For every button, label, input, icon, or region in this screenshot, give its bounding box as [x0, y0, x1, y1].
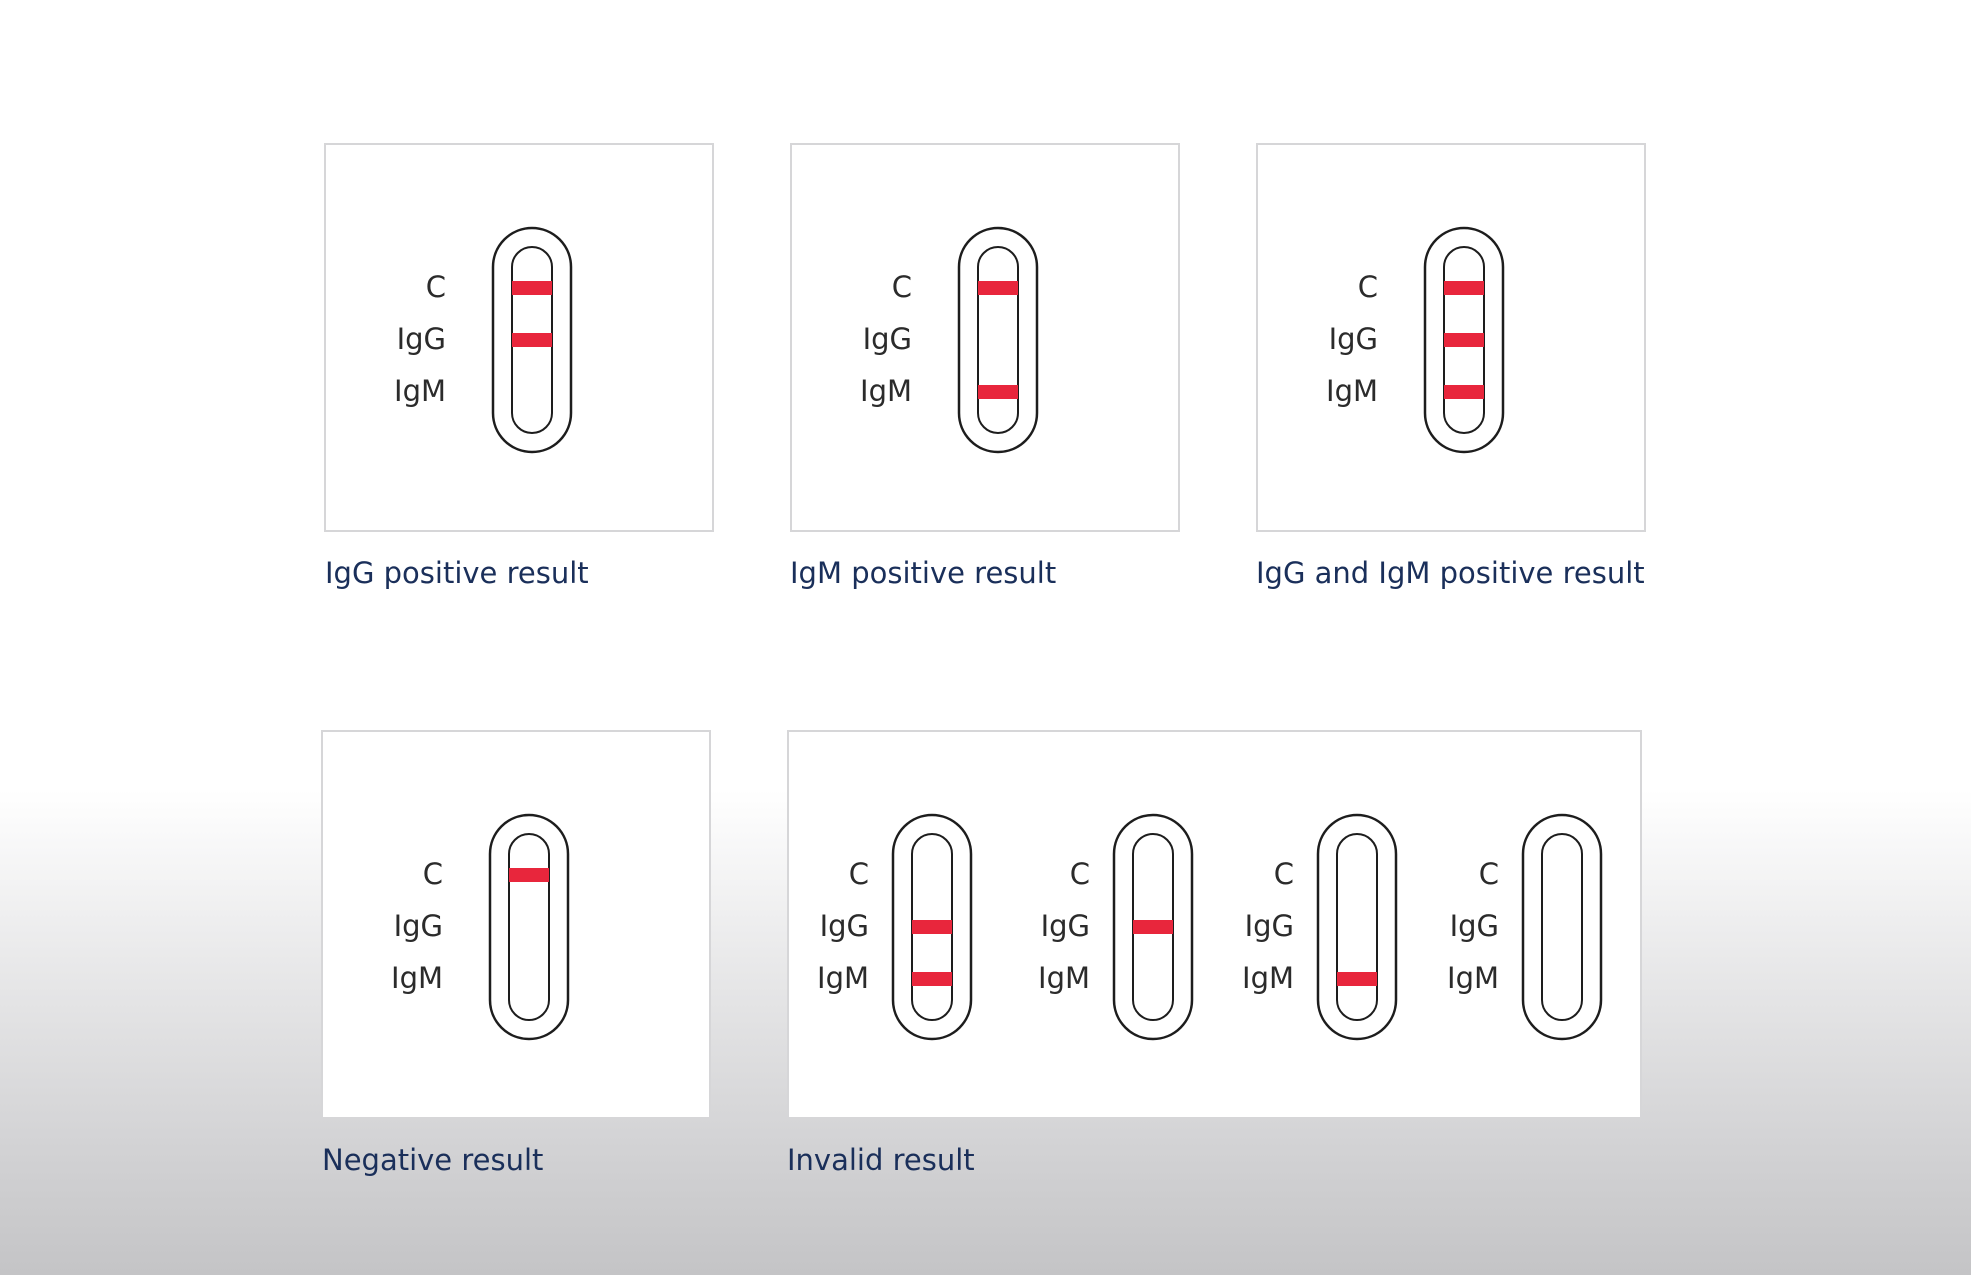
strip-drawing	[488, 813, 570, 1041]
line-label-igm: IgM	[1447, 961, 1499, 995]
line-label-c: C	[891, 270, 912, 304]
band-igm	[1444, 385, 1484, 399]
line-label-igg: IgG	[1328, 322, 1378, 356]
strip-drawing	[957, 226, 1039, 454]
line-label-igm: IgM	[391, 961, 443, 995]
band-igg	[912, 920, 952, 934]
line-label-igg: IgG	[862, 322, 912, 356]
line-label-igm: IgM	[1326, 374, 1378, 408]
test-strip	[490, 225, 574, 455]
line-label-igm: IgM	[817, 961, 869, 995]
strip-result-window	[508, 833, 550, 1021]
result-caption: Negative result	[322, 1143, 544, 1177]
line-label-igg: IgG	[1449, 909, 1499, 943]
line-label-igg: IgG	[396, 322, 446, 356]
line-label-c: C	[422, 857, 443, 891]
strip-drawing	[891, 813, 973, 1041]
band-igg	[1444, 333, 1484, 347]
test-strip	[956, 225, 1040, 455]
line-label-igm: IgM	[860, 374, 912, 408]
result-caption: IgG and IgM positive result	[1256, 556, 1645, 590]
strip-drawing	[1521, 813, 1603, 1041]
strip-drawing	[1112, 813, 1194, 1041]
line-label-igg: IgG	[819, 909, 869, 943]
test-strip	[1422, 225, 1506, 455]
strip-result-window	[1541, 833, 1583, 1021]
strip-drawing	[1423, 226, 1505, 454]
band-igm	[1337, 972, 1377, 986]
band-c	[978, 281, 1018, 295]
line-label-c: C	[425, 270, 446, 304]
strip-result-window	[1336, 833, 1378, 1021]
test-strip	[1520, 812, 1604, 1042]
line-label-igg: IgG	[393, 909, 443, 943]
line-label-igm: IgM	[1242, 961, 1294, 995]
strip-drawing	[491, 226, 573, 454]
test-strip	[890, 812, 974, 1042]
strip-result-window	[977, 246, 1019, 434]
result-panel-igm-positive: C IgG IgM	[790, 143, 1180, 532]
test-strip	[1111, 812, 1195, 1042]
band-igm	[912, 972, 952, 986]
line-label-igg: IgG	[1040, 909, 1090, 943]
result-panel-igg-positive: C IgG IgM	[324, 143, 714, 532]
result-panel-negative: C IgG IgM	[321, 730, 711, 1119]
band-igg	[512, 333, 552, 347]
result-panel-invalid: C IgG IgM C IgG IgM C IgG IgM C IgG IgM	[787, 730, 1642, 1119]
band-c	[509, 868, 549, 882]
result-caption: IgM positive result	[790, 556, 1057, 590]
line-label-c: C	[1069, 857, 1090, 891]
band-c	[1444, 281, 1484, 295]
line-label-igm: IgM	[394, 374, 446, 408]
line-label-c: C	[1357, 270, 1378, 304]
test-strip	[1315, 812, 1399, 1042]
test-strip	[487, 812, 571, 1042]
line-label-c: C	[1478, 857, 1499, 891]
result-caption: Invalid result	[787, 1143, 975, 1177]
line-label-igg: IgG	[1244, 909, 1294, 943]
band-igm	[978, 385, 1018, 399]
band-c	[512, 281, 552, 295]
line-label-igm: IgM	[1038, 961, 1090, 995]
result-caption: IgG positive result	[325, 556, 589, 590]
band-igg	[1133, 920, 1173, 934]
line-label-c: C	[848, 857, 869, 891]
line-label-c: C	[1273, 857, 1294, 891]
result-panel-igg-and-igm-positive: C IgG IgM	[1256, 143, 1646, 532]
strip-drawing	[1316, 813, 1398, 1041]
